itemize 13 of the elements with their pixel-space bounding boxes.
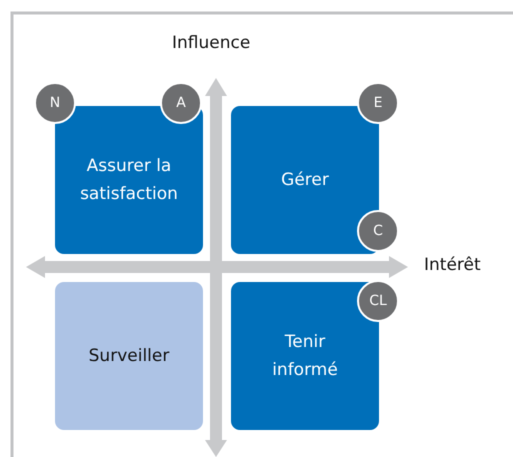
axis-label: Influence (172, 33, 250, 53)
quadrant-label: Tenir informé (271, 331, 339, 382)
axis-label: Intérêt (424, 255, 481, 275)
circle-label: E (374, 95, 382, 111)
quadrant-box (55, 106, 203, 254)
circle-label: C (373, 223, 383, 239)
circle-label: N (50, 95, 60, 111)
quadrant-label: Surveiller (88, 345, 170, 368)
circle-label: CL (369, 293, 387, 309)
quadrant-label: Assurer la satisfaction (79, 155, 179, 206)
quadrant-box (55, 282, 203, 430)
circle-label: A (176, 95, 186, 111)
quadrant-label: Gérer (281, 169, 329, 192)
